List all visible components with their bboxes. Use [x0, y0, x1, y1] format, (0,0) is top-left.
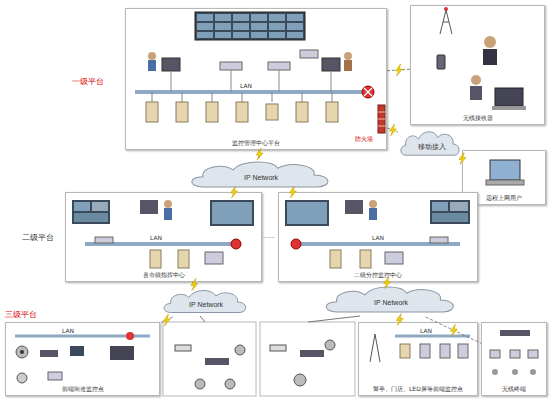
platform-box: 监控管理中心平台: [125, 8, 387, 150]
front-end-box: [163, 322, 256, 396]
wireless-bolt: [390, 124, 397, 136]
network-link: [256, 148, 263, 160]
servers: [146, 102, 338, 122]
platform-box: 无线接收器: [410, 5, 545, 125]
front-end-box: [260, 322, 355, 396]
platform-box: 前端街道监控点: [5, 322, 160, 396]
network-link: [231, 186, 238, 198]
wireless-bolt: [384, 277, 391, 289]
box-caption: 无线接收器: [463, 114, 493, 121]
cloud-label: IP Network: [189, 301, 223, 308]
box-caption: 前端街道监控点: [62, 385, 104, 392]
lan-bus: [135, 90, 365, 94]
wireless-bolt: [396, 314, 403, 326]
network-cloud: IP Network: [185, 158, 335, 192]
box-caption: 二级分控监控中心: [354, 271, 402, 278]
network-link: [160, 314, 173, 326]
video-wall: [195, 12, 305, 40]
mobile-devices: [437, 7, 526, 110]
platform-box: 警亭、门店、LED屏等前端监控点: [358, 322, 478, 396]
wireless-bolt: [163, 314, 170, 326]
wireless-bolt: [396, 64, 403, 76]
box-caption: 警亭、门店、LED屏等前端监控点: [373, 385, 463, 392]
network-link: [459, 152, 466, 164]
firewall-symbol: [378, 105, 385, 133]
network-link: [289, 186, 296, 198]
network-link: [191, 279, 198, 291]
wireless-bolt: [231, 186, 238, 198]
front-end-devices: [15, 330, 538, 389]
remote-laptop: [486, 160, 524, 185]
box-caption: 远程上网用户: [486, 194, 522, 201]
network-cloud: IP Network: [160, 287, 250, 317]
wireless-bolt: [256, 148, 263, 160]
wireless-bolt: [191, 279, 198, 291]
platform-box: 县市级指挥中心: [65, 192, 262, 282]
firewall-bricks: [378, 112, 385, 126]
box-caption: 监控管理中心平台: [232, 139, 280, 146]
box-caption: 县市级指挥中心: [143, 271, 185, 278]
part-label: ……: [263, 232, 275, 239]
cloud-label: IP Network: [374, 299, 408, 306]
cloud-label: IP Network: [244, 174, 278, 181]
video-wall-screens: [197, 14, 303, 38]
level2-left-devices: [72, 200, 254, 268]
box-caption: 无线终端: [502, 385, 526, 392]
level-label: 三级平台: [5, 309, 37, 320]
operator-desks: [148, 50, 352, 71]
network-cloud: 移动接入: [398, 128, 462, 160]
platform-box: 二级分控监控中心: [278, 192, 478, 282]
drop-lines: [152, 70, 332, 102]
cloud-label: 移动接入: [418, 143, 446, 150]
network-link: [426, 317, 481, 343]
level-label: 一级平台: [72, 76, 104, 87]
network-cloud: IP Network: [320, 283, 460, 317]
router-symbol: [362, 86, 374, 98]
wireless-bolt: [459, 152, 466, 164]
level-label: 二级平台: [22, 232, 54, 243]
cloud-wires: [200, 316, 360, 322]
platform-box: 无线终端: [481, 322, 547, 396]
level2-right-devices: [285, 200, 470, 268]
network-link: [384, 277, 391, 289]
network-link: [387, 64, 410, 76]
router-cross: [364, 88, 372, 96]
network-link: [387, 124, 398, 136]
wireless-bolt: [289, 186, 296, 198]
network-link: [396, 314, 403, 326]
wireless-bolt: [450, 324, 457, 336]
